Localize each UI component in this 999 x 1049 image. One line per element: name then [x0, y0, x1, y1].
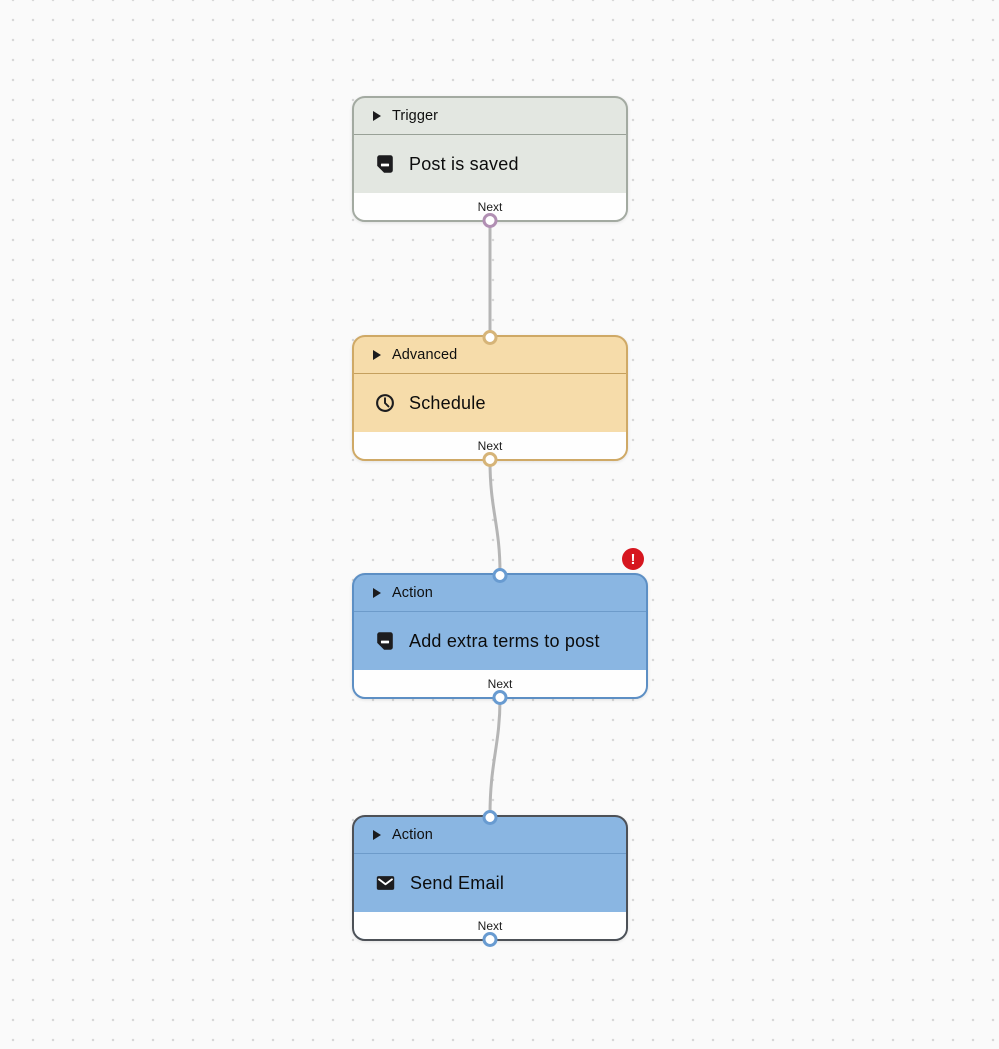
next-label: Next [477, 199, 503, 214]
document-icon [377, 155, 393, 173]
node-body: Post is saved [354, 135, 626, 193]
envelope-icon [376, 876, 395, 890]
node-type-label: Advanced [392, 347, 458, 363]
node-title: Post is saved [409, 153, 519, 174]
node-header: Action [354, 575, 646, 612]
node-title: Schedule [409, 392, 486, 413]
node-action-add-extra-terms[interactable]: ! Action Add extra terms to post Next [352, 548, 648, 705]
node-header: Advanced [354, 337, 626, 374]
next-label: Next [487, 676, 513, 691]
error-badge-icon[interactable]: ! [622, 548, 644, 570]
node-title: Send Email [410, 872, 505, 893]
node-trigger-post-is-saved[interactable]: Trigger Post is saved Next [352, 96, 628, 228]
node-body: Add extra terms to post [354, 612, 646, 670]
node-body: Send Email [354, 854, 626, 912]
output-port[interactable] [482, 212, 498, 228]
collapse-triangle-icon[interactable] [373, 111, 381, 121]
input-port[interactable] [482, 329, 498, 345]
output-port[interactable] [482, 451, 498, 467]
node-type-label: Action [392, 827, 433, 843]
edge-advanced-to-action1 [488, 459, 502, 575]
collapse-triangle-icon[interactable] [373, 350, 381, 360]
node-action-send-email[interactable]: Action Send Email Next [352, 809, 628, 947]
node-type-label: Trigger [392, 108, 439, 124]
node-body: Schedule [354, 374, 626, 432]
clock-icon [376, 394, 394, 412]
collapse-triangle-icon[interactable] [373, 588, 381, 598]
node-title: Add extra terms to post [409, 630, 600, 651]
node-header: Trigger [354, 98, 626, 135]
next-label: Next [477, 438, 503, 453]
collapse-triangle-icon[interactable] [373, 830, 381, 840]
input-port[interactable] [482, 809, 498, 825]
edge-action1-to-action2 [488, 697, 502, 817]
output-port[interactable] [482, 931, 498, 947]
node-advanced-schedule[interactable]: Advanced Schedule Next [352, 329, 628, 467]
next-label: Next [477, 918, 503, 933]
output-port[interactable] [492, 689, 508, 705]
node-header: Action [354, 817, 626, 854]
node-type-label: Action [392, 585, 433, 601]
document-icon [377, 632, 393, 650]
input-port[interactable] [492, 567, 508, 583]
